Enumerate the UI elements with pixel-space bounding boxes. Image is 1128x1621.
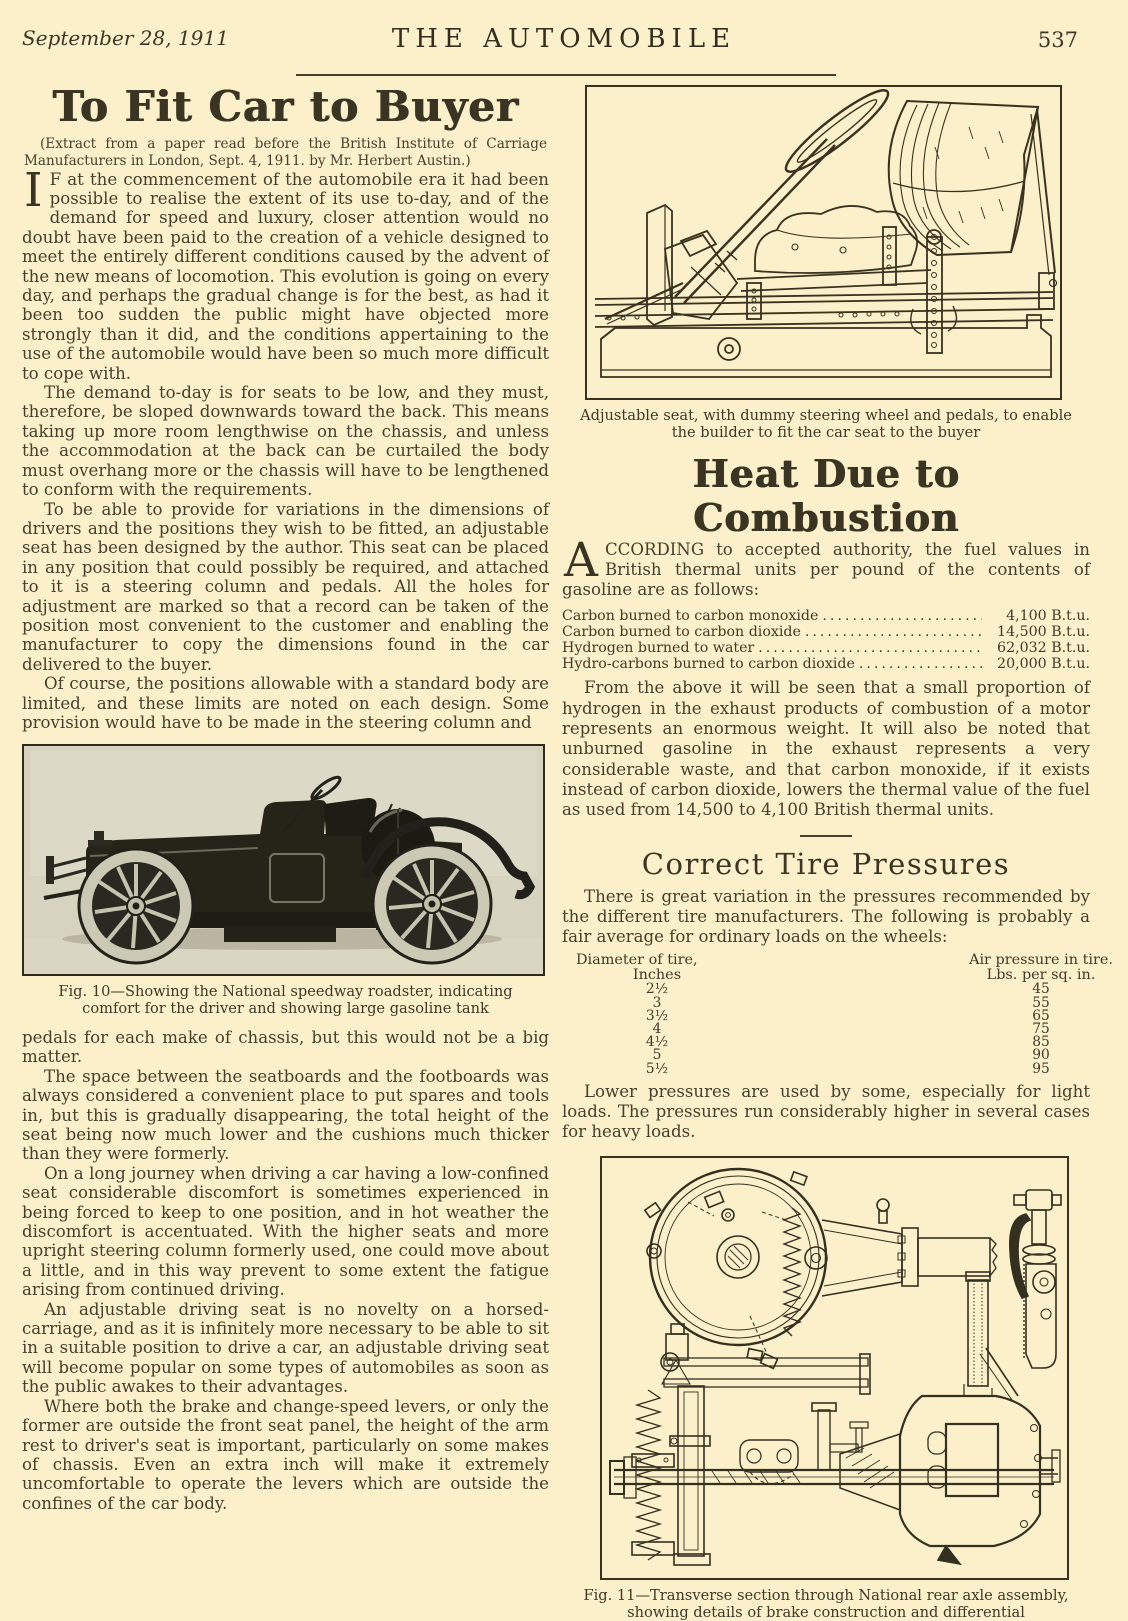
table-row: Hydro-carbons burned to carbon dioxide20…: [562, 656, 1090, 672]
fig11-caption: Fig. 11—Transverse section through Natio…: [583, 1586, 1069, 1621]
paragraph: From the above it will be seen that a sm…: [562, 678, 1090, 820]
left-column: To Fit Car to Buyer (Extract from a pape…: [22, 84, 549, 1513]
table-cell: 3½: [645, 1007, 669, 1024]
table-cell: 4: [652, 1021, 662, 1038]
roadster-illustration: [24, 746, 543, 975]
issue-date: September 28, 1911: [22, 26, 229, 50]
section-divider: [800, 834, 852, 837]
paragraph: There is great variation in the pressure…: [562, 886, 1090, 947]
table-cell: 75: [1032, 1021, 1050, 1038]
rear-axle-illustration: [609, 1167, 1062, 1566]
fuel-values-table: Carbon burned to carbon monoxide4,100 B.…: [562, 608, 1090, 672]
article-title-heat: Heat Due to Combustion: [692, 450, 960, 540]
paragraph: Where both the brake and change-speed le…: [22, 1396, 549, 1513]
column-header: Air pressure in tire.: [969, 952, 1113, 969]
table-cell: 55: [1032, 994, 1050, 1011]
leader-dots: [822, 608, 982, 624]
table-cell: 95: [1032, 1060, 1050, 1077]
fig10-caption: Fig. 10—Showing the National speedway ro…: [58, 983, 513, 1018]
table-cell: 65: [1032, 1007, 1050, 1024]
header-rule: [296, 74, 836, 76]
table-row: Carbon burned to carbon dioxide14,500 B.…: [562, 624, 1090, 640]
table-cell: 5½: [645, 1060, 669, 1077]
table-cell: 4½: [645, 1034, 669, 1051]
fig11-axle-figure: [600, 1155, 1069, 1580]
table-cell: 3: [652, 994, 662, 1011]
adjustable-seat-illustration: [594, 89, 1058, 378]
article-byline: (Extract from a paper read before the Br…: [24, 136, 547, 169]
tire-pressure-table: Diameter of tire, Air pressure in tire. …: [562, 952, 1113, 1077]
table-cell: 90: [1032, 1047, 1050, 1064]
paragraph: On a long journey when driving a car hav…: [22, 1163, 549, 1300]
paragraph: The demand to-day is for seats to be low…: [22, 383, 549, 500]
column-header: Diameter of tire,: [576, 952, 698, 969]
table-cell: 45: [1032, 981, 1050, 998]
fig10-roadster-photo: [22, 744, 545, 977]
article-title-tires: Correct Tire Pressures: [641, 846, 1011, 881]
drop-cap: A: [564, 532, 598, 588]
paragraph: To be able to provide for variations in …: [22, 499, 549, 674]
paragraph: Lower pressures are used by some, especi…: [562, 1081, 1090, 1142]
drop-cap: I: [24, 162, 43, 218]
masthead-title: THE AUTOMOBILE: [391, 24, 737, 54]
table-cell: 2½: [645, 981, 669, 998]
table-cell: 85: [1032, 1034, 1050, 1051]
column-header: Lbs. per sq. in.: [986, 967, 1096, 984]
column-header: Inches: [632, 967, 682, 984]
table-row: Hydrogen burned to water62,032 B.t.u.: [562, 640, 1090, 656]
leader-dots: [805, 624, 982, 640]
right-column: Adjustable seat, with dummy steering whe…: [562, 85, 1113, 1621]
page-number: 537: [1037, 28, 1078, 52]
leader-dots: [758, 640, 982, 656]
paragraph: pedals for each make of chassis, but thi…: [22, 1027, 549, 1067]
paragraph: An adjustable driving seat is no novelty…: [22, 1299, 549, 1397]
article-title-fit-car: To Fit Car to Buyer: [52, 82, 519, 131]
paragraph: The space between the seatboards and the…: [22, 1066, 549, 1164]
paragraph: Of course, the positions allowable with …: [22, 674, 549, 732]
table-row: Carbon burned to carbon monoxide4,100 B.…: [562, 608, 1090, 624]
table-cell: 5: [652, 1047, 662, 1064]
adjustable-seat-figure: [585, 85, 1062, 400]
leader-dots: [859, 656, 982, 672]
seat-figure-caption: Adjustable seat, with dummy steering whe…: [580, 407, 1072, 441]
